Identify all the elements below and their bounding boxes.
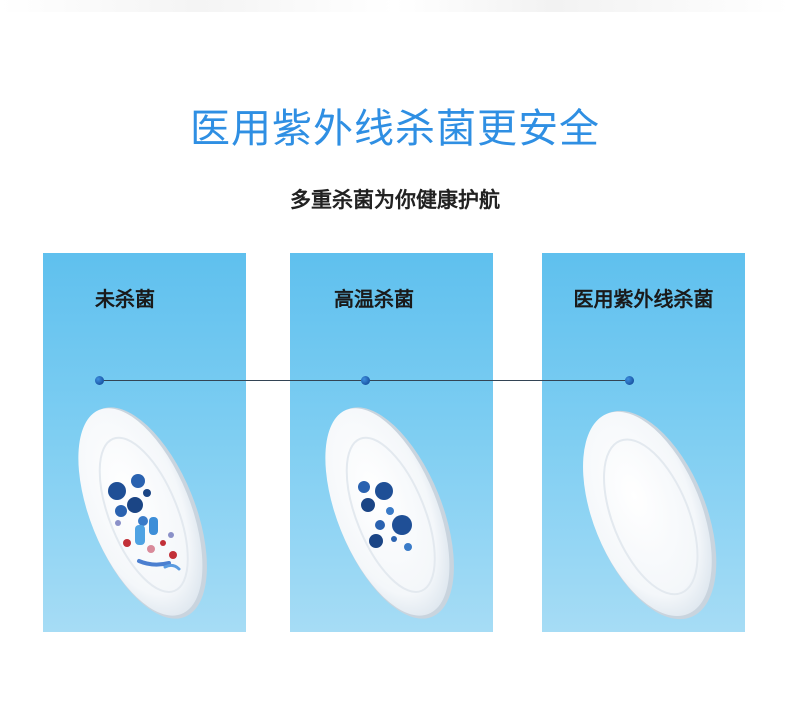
panel-high-temp: 高温杀菌 bbox=[290, 253, 493, 632]
page-title: 医用紫外线杀菌更安全 bbox=[190, 106, 600, 152]
panel-label-unsterilized: 未杀菌 bbox=[95, 287, 155, 311]
bacteria-icon bbox=[115, 517, 181, 571]
virus-icon bbox=[108, 474, 151, 526]
virus-icon bbox=[358, 481, 412, 551]
panel-label-uv: 医用紫外线杀菌 bbox=[573, 287, 714, 311]
connector-dot bbox=[95, 376, 104, 385]
page-subtitle: 多重杀菌为你健康护航 bbox=[290, 188, 500, 212]
plate-icon bbox=[78, 407, 207, 619]
top-decorative-strip bbox=[0, 0, 790, 12]
panel-label-high-temp: 高温杀菌 bbox=[334, 287, 414, 311]
panel-uv: 医用紫外线杀菌 bbox=[542, 253, 745, 632]
panel-unsterilized: 未杀菌 bbox=[43, 253, 246, 632]
plate-icon bbox=[325, 407, 454, 619]
plate-icon bbox=[583, 410, 717, 620]
connector-dot bbox=[361, 376, 370, 385]
connector-dot bbox=[625, 376, 634, 385]
